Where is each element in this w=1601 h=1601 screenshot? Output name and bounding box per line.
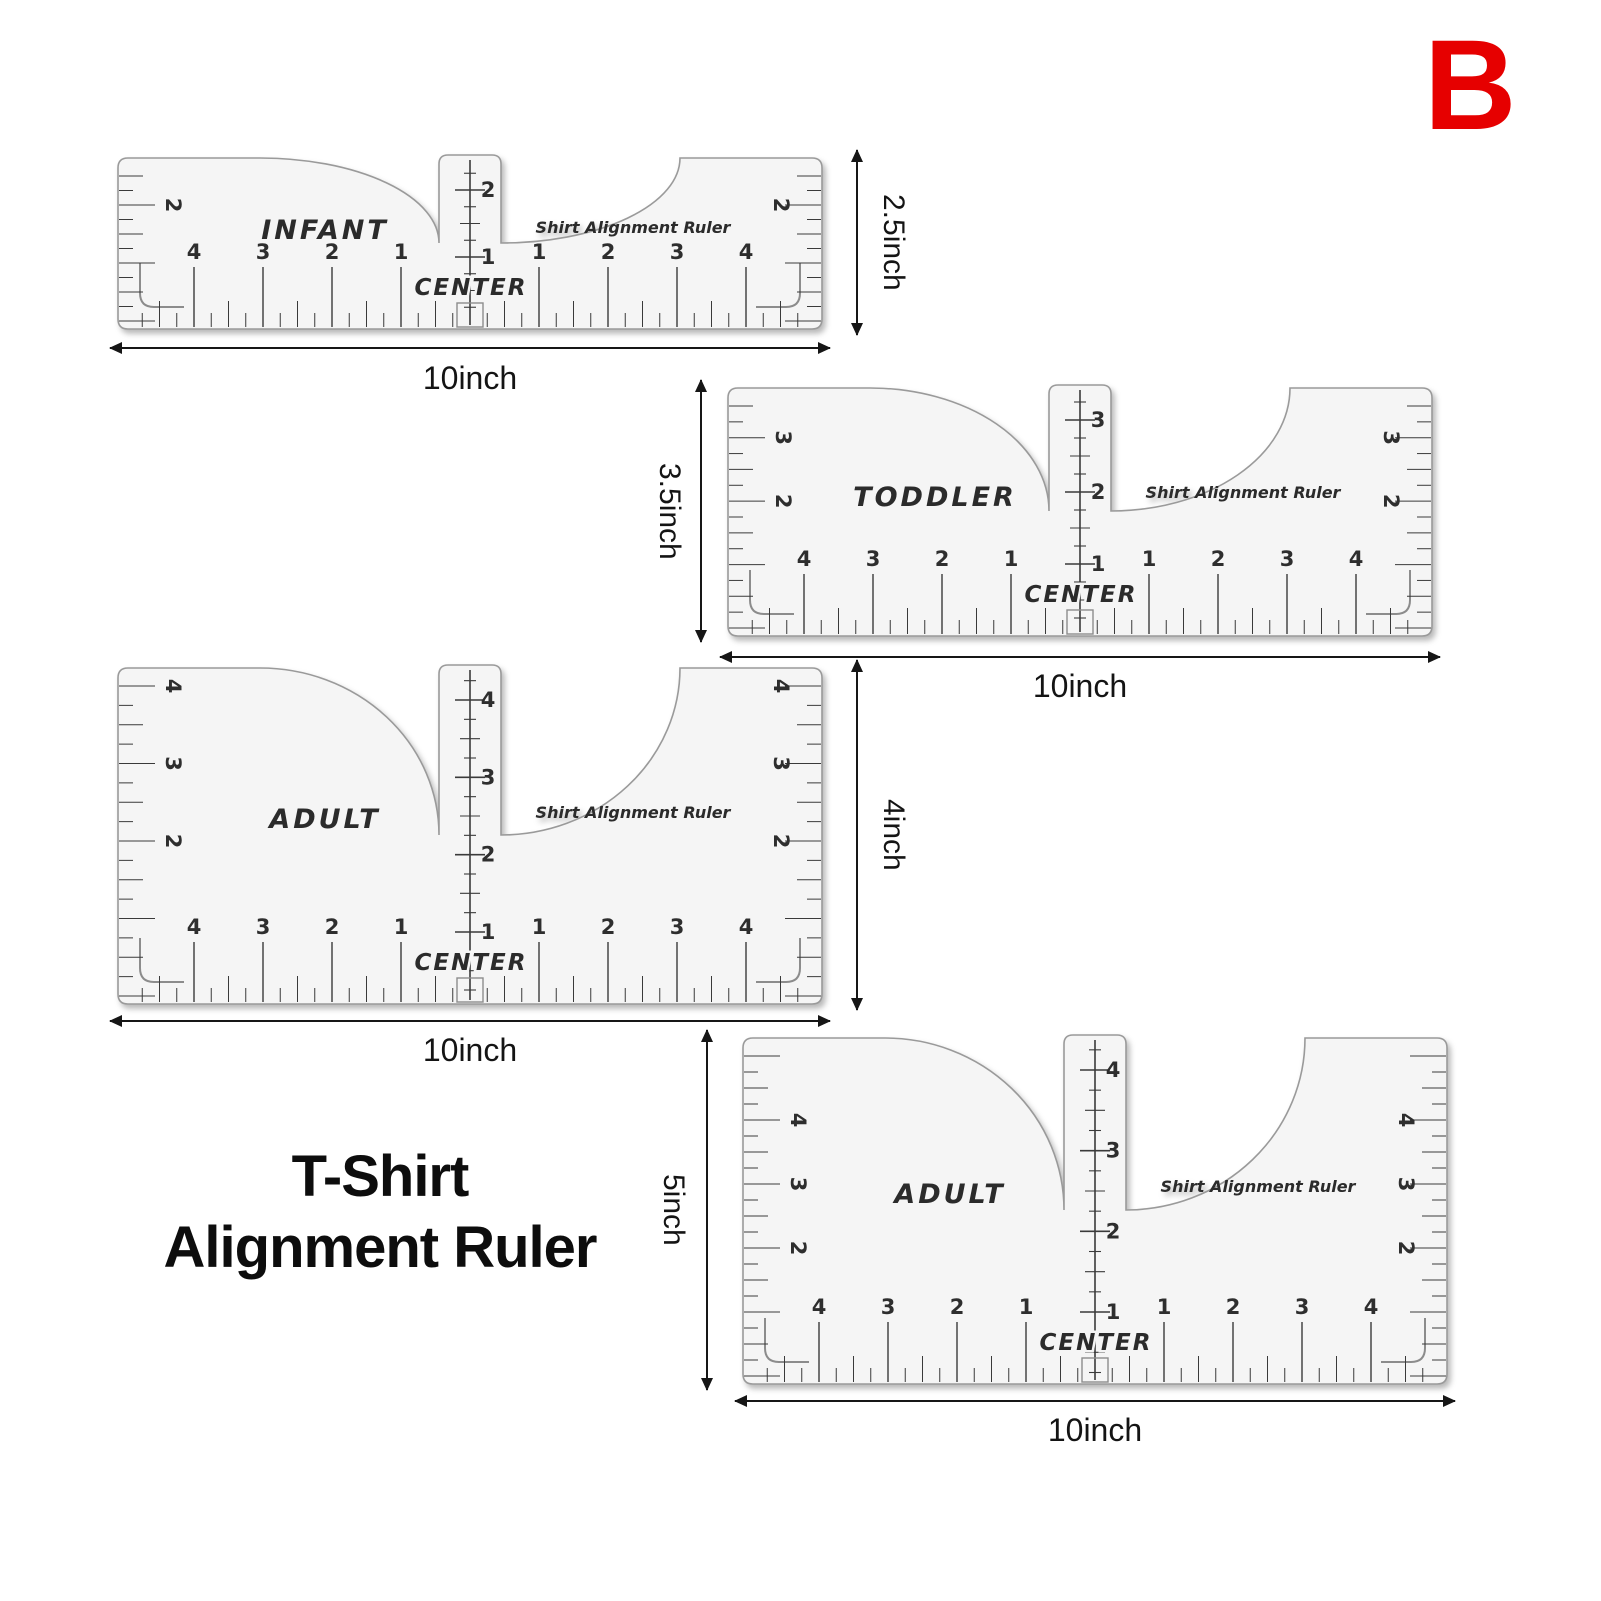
svg-text:2: 2 [325,915,340,939]
svg-text:3: 3 [670,915,685,939]
svg-text:Shirt Alignment Ruler: Shirt Alignment Ruler [1146,483,1342,502]
svg-text:2: 2 [481,178,496,202]
infant-width-arrow [110,347,830,349]
adult-5-width-dimension-label: 10inch [1047,1412,1143,1448]
svg-text:ADULT: ADULT [267,804,380,835]
svg-text:CENTER: CENTER [415,950,528,976]
svg-text:1: 1 [532,915,547,939]
svg-text:2: 2 [1106,1219,1121,1243]
svg-text:Shirt Alignment Ruler: Shirt Alignment Ruler [536,218,732,237]
toddler-width-arrow [720,656,1440,658]
svg-text:1: 1 [1004,547,1019,571]
svg-text:1: 1 [1157,1295,1172,1319]
svg-text:2: 2 [1394,1241,1418,1256]
svg-text:3: 3 [771,430,795,445]
svg-text:CENTER: CENTER [415,275,528,301]
product-title: T-Shirt Alignment Ruler [110,1142,650,1284]
svg-text:4: 4 [481,688,496,712]
svg-text:ADULT: ADULT [892,1179,1005,1210]
svg-text:3: 3 [670,240,685,264]
adult-4-width-arrow [110,1020,830,1022]
adult-4-height-dimension-label: 4inch [877,799,910,871]
product-title-line2: Alignment Ruler [163,1214,598,1280]
svg-text:2: 2 [786,1241,810,1256]
svg-text:INFANT: INFANT [261,215,389,246]
adult-4-height-arrow [856,660,858,1010]
variant-letter: B [1424,14,1517,157]
svg-text:4: 4 [739,915,754,939]
svg-text:4: 4 [739,240,754,264]
svg-text:TODDLER: TODDLER [853,482,1017,513]
svg-text:3: 3 [1106,1139,1121,1163]
svg-text:4: 4 [161,679,185,694]
adult-5-width-arrow [735,1400,1455,1402]
svg-text:1: 1 [1091,552,1106,576]
svg-text:1: 1 [481,245,496,269]
svg-text:3: 3 [481,765,496,789]
svg-text:1: 1 [1142,547,1157,571]
adult-4-width-dimension-label: 10inch [422,1032,518,1068]
svg-text:3: 3 [1280,547,1295,571]
infant-height-dimension-label: 2.5inch [877,194,910,291]
svg-text:CENTER: CENTER [1040,1330,1153,1356]
svg-text:2: 2 [1226,1295,1241,1319]
svg-text:2: 2 [601,915,616,939]
svg-text:4: 4 [1394,1113,1418,1128]
svg-text:3: 3 [769,756,793,771]
svg-text:2: 2 [950,1295,965,1319]
svg-text:4: 4 [187,240,202,264]
svg-text:2: 2 [769,834,793,849]
svg-text:2: 2 [1379,494,1403,509]
svg-text:4: 4 [769,679,793,694]
svg-text:1: 1 [394,240,409,264]
svg-text:4: 4 [187,915,202,939]
svg-text:1: 1 [481,920,496,944]
svg-text:2: 2 [1091,480,1106,504]
svg-text:2: 2 [1211,547,1226,571]
svg-text:2: 2 [935,547,950,571]
svg-text:2: 2 [161,834,185,849]
svg-text:4: 4 [1349,547,1364,571]
svg-text:3: 3 [161,756,185,771]
svg-text:4: 4 [812,1295,827,1319]
svg-text:Shirt Alignment Ruler: Shirt Alignment Ruler [536,803,732,822]
svg-text:2: 2 [325,240,340,264]
infant-width-dimension-label: 10inch [422,360,518,396]
svg-text:3: 3 [1091,408,1106,432]
svg-text:2: 2 [769,198,793,213]
svg-text:3: 3 [256,915,271,939]
svg-text:3: 3 [866,547,881,571]
toddler-height-arrow [700,380,702,642]
svg-text:3: 3 [1394,1177,1418,1192]
svg-text:4: 4 [797,547,812,571]
svg-text:4: 4 [1106,1058,1121,1082]
svg-text:1: 1 [394,915,409,939]
product-title-line1: T-Shirt [291,1144,470,1209]
svg-text:2: 2 [601,240,616,264]
svg-text:2: 2 [161,198,185,213]
svg-text:2: 2 [481,843,496,867]
svg-text:3: 3 [1379,430,1403,445]
adult-5-height-dimension-label: 5inch [657,1174,690,1246]
svg-text:CENTER: CENTER [1025,582,1138,608]
svg-text:1: 1 [1106,1300,1121,1324]
toddler-height-dimension-label: 3.5inch [653,462,686,560]
svg-text:3: 3 [786,1177,810,1192]
adult-5-height-arrow [706,1030,708,1390]
svg-text:2: 2 [771,494,795,509]
svg-text:3: 3 [1295,1295,1310,1319]
svg-text:4: 4 [786,1113,810,1128]
toddler-width-dimension-label: 10inch [1032,668,1128,704]
svg-text:4: 4 [1364,1295,1379,1319]
svg-text:1: 1 [1019,1295,1034,1319]
svg-text:3: 3 [881,1295,896,1319]
svg-text:Shirt Alignment Ruler: Shirt Alignment Ruler [1161,1177,1357,1196]
svg-text:3: 3 [256,240,271,264]
svg-text:1: 1 [532,240,547,264]
infant-height-arrow [856,150,858,335]
